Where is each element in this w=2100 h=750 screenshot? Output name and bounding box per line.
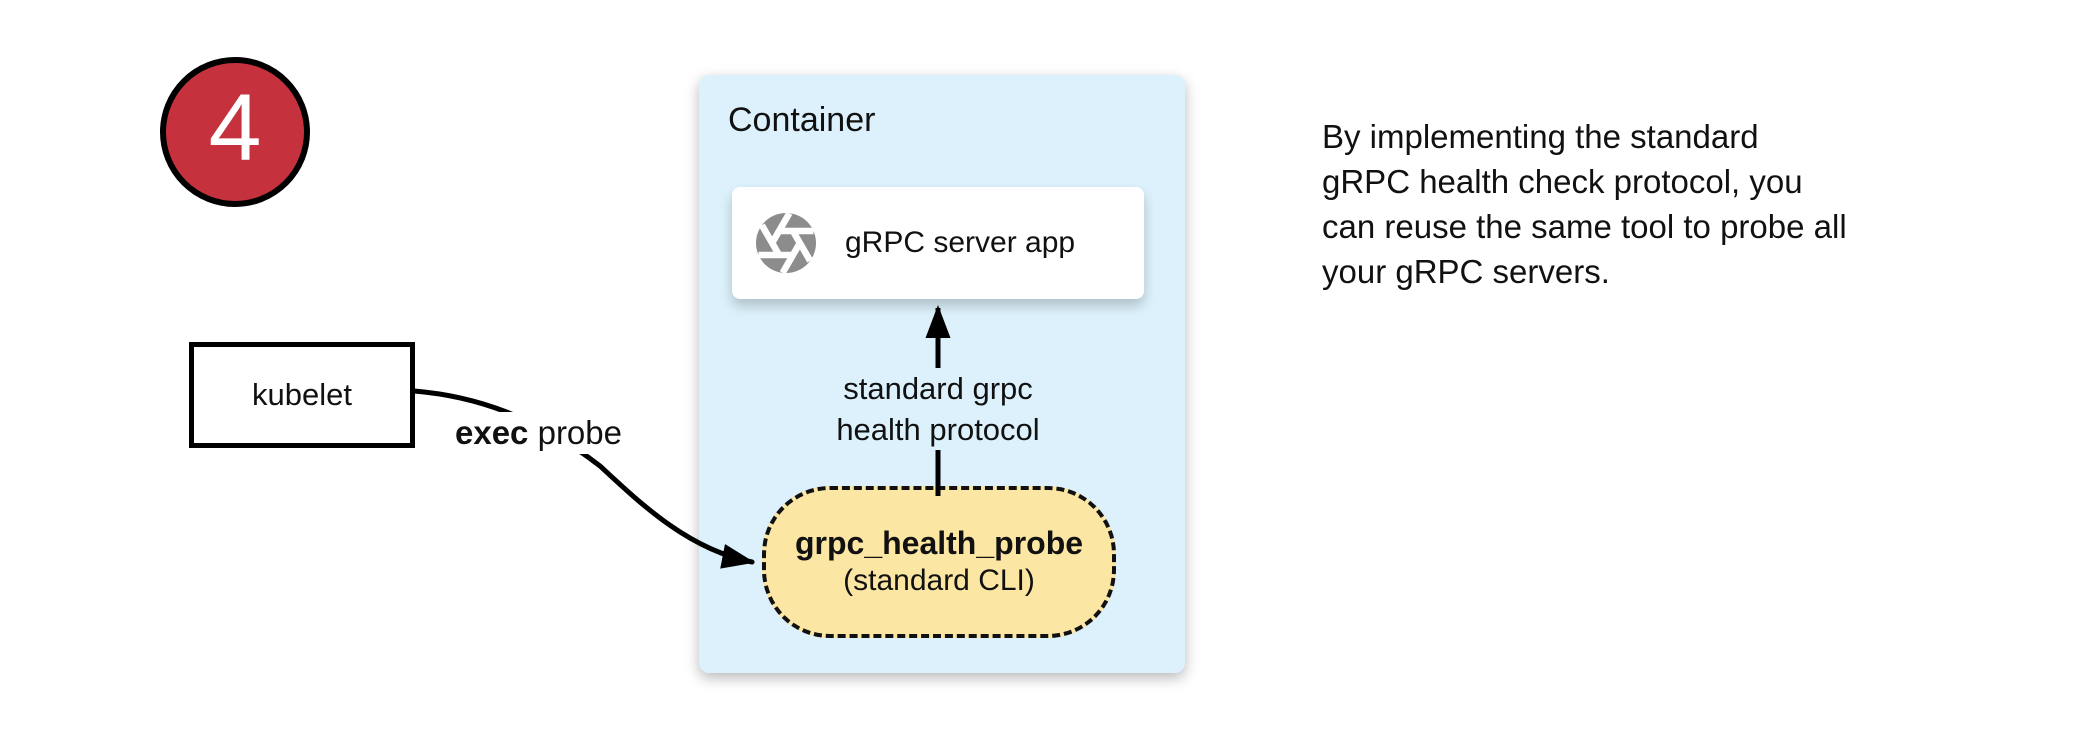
exec-probe-label-bold: exec bbox=[455, 414, 529, 451]
kubelet-label: kubelet bbox=[252, 377, 352, 412]
note-line: gRPC health check protocol, you bbox=[1322, 163, 1803, 200]
grpc-aperture-icon bbox=[756, 211, 816, 275]
step-badge: 4 bbox=[160, 57, 310, 207]
grpc-server-node: gRPC server app bbox=[732, 187, 1144, 299]
container-label: Container bbox=[728, 101, 876, 139]
health-protocol-label-line1: standard grpc bbox=[843, 371, 1033, 406]
note-line: your gRPC servers. bbox=[1322, 253, 1610, 290]
exec-probe-label-rest: probe bbox=[528, 414, 622, 451]
note-line: can reuse the same tool to probe all bbox=[1322, 208, 1847, 245]
exec-probe-edge-label: exec probe bbox=[450, 412, 627, 454]
health-protocol-edge-label: standard grpc health protocol bbox=[828, 368, 1048, 450]
grpc-health-probe-node: grpc_health_probe (standard CLI) bbox=[762, 486, 1116, 638]
grpc-server-label: gRPC server app bbox=[845, 226, 1076, 259]
grpc-health-probe-subtitle: (standard CLI) bbox=[843, 564, 1035, 597]
health-protocol-label-line2: health protocol bbox=[836, 412, 1040, 447]
grpc-health-probe-title: grpc_health_probe bbox=[794, 525, 1084, 561]
step-number: 4 bbox=[208, 74, 262, 181]
note-text: By implementing the standard gRPC health… bbox=[1322, 114, 1847, 294]
kubelet-node: kubelet bbox=[189, 342, 415, 448]
note-line: By implementing the standard bbox=[1322, 118, 1759, 155]
